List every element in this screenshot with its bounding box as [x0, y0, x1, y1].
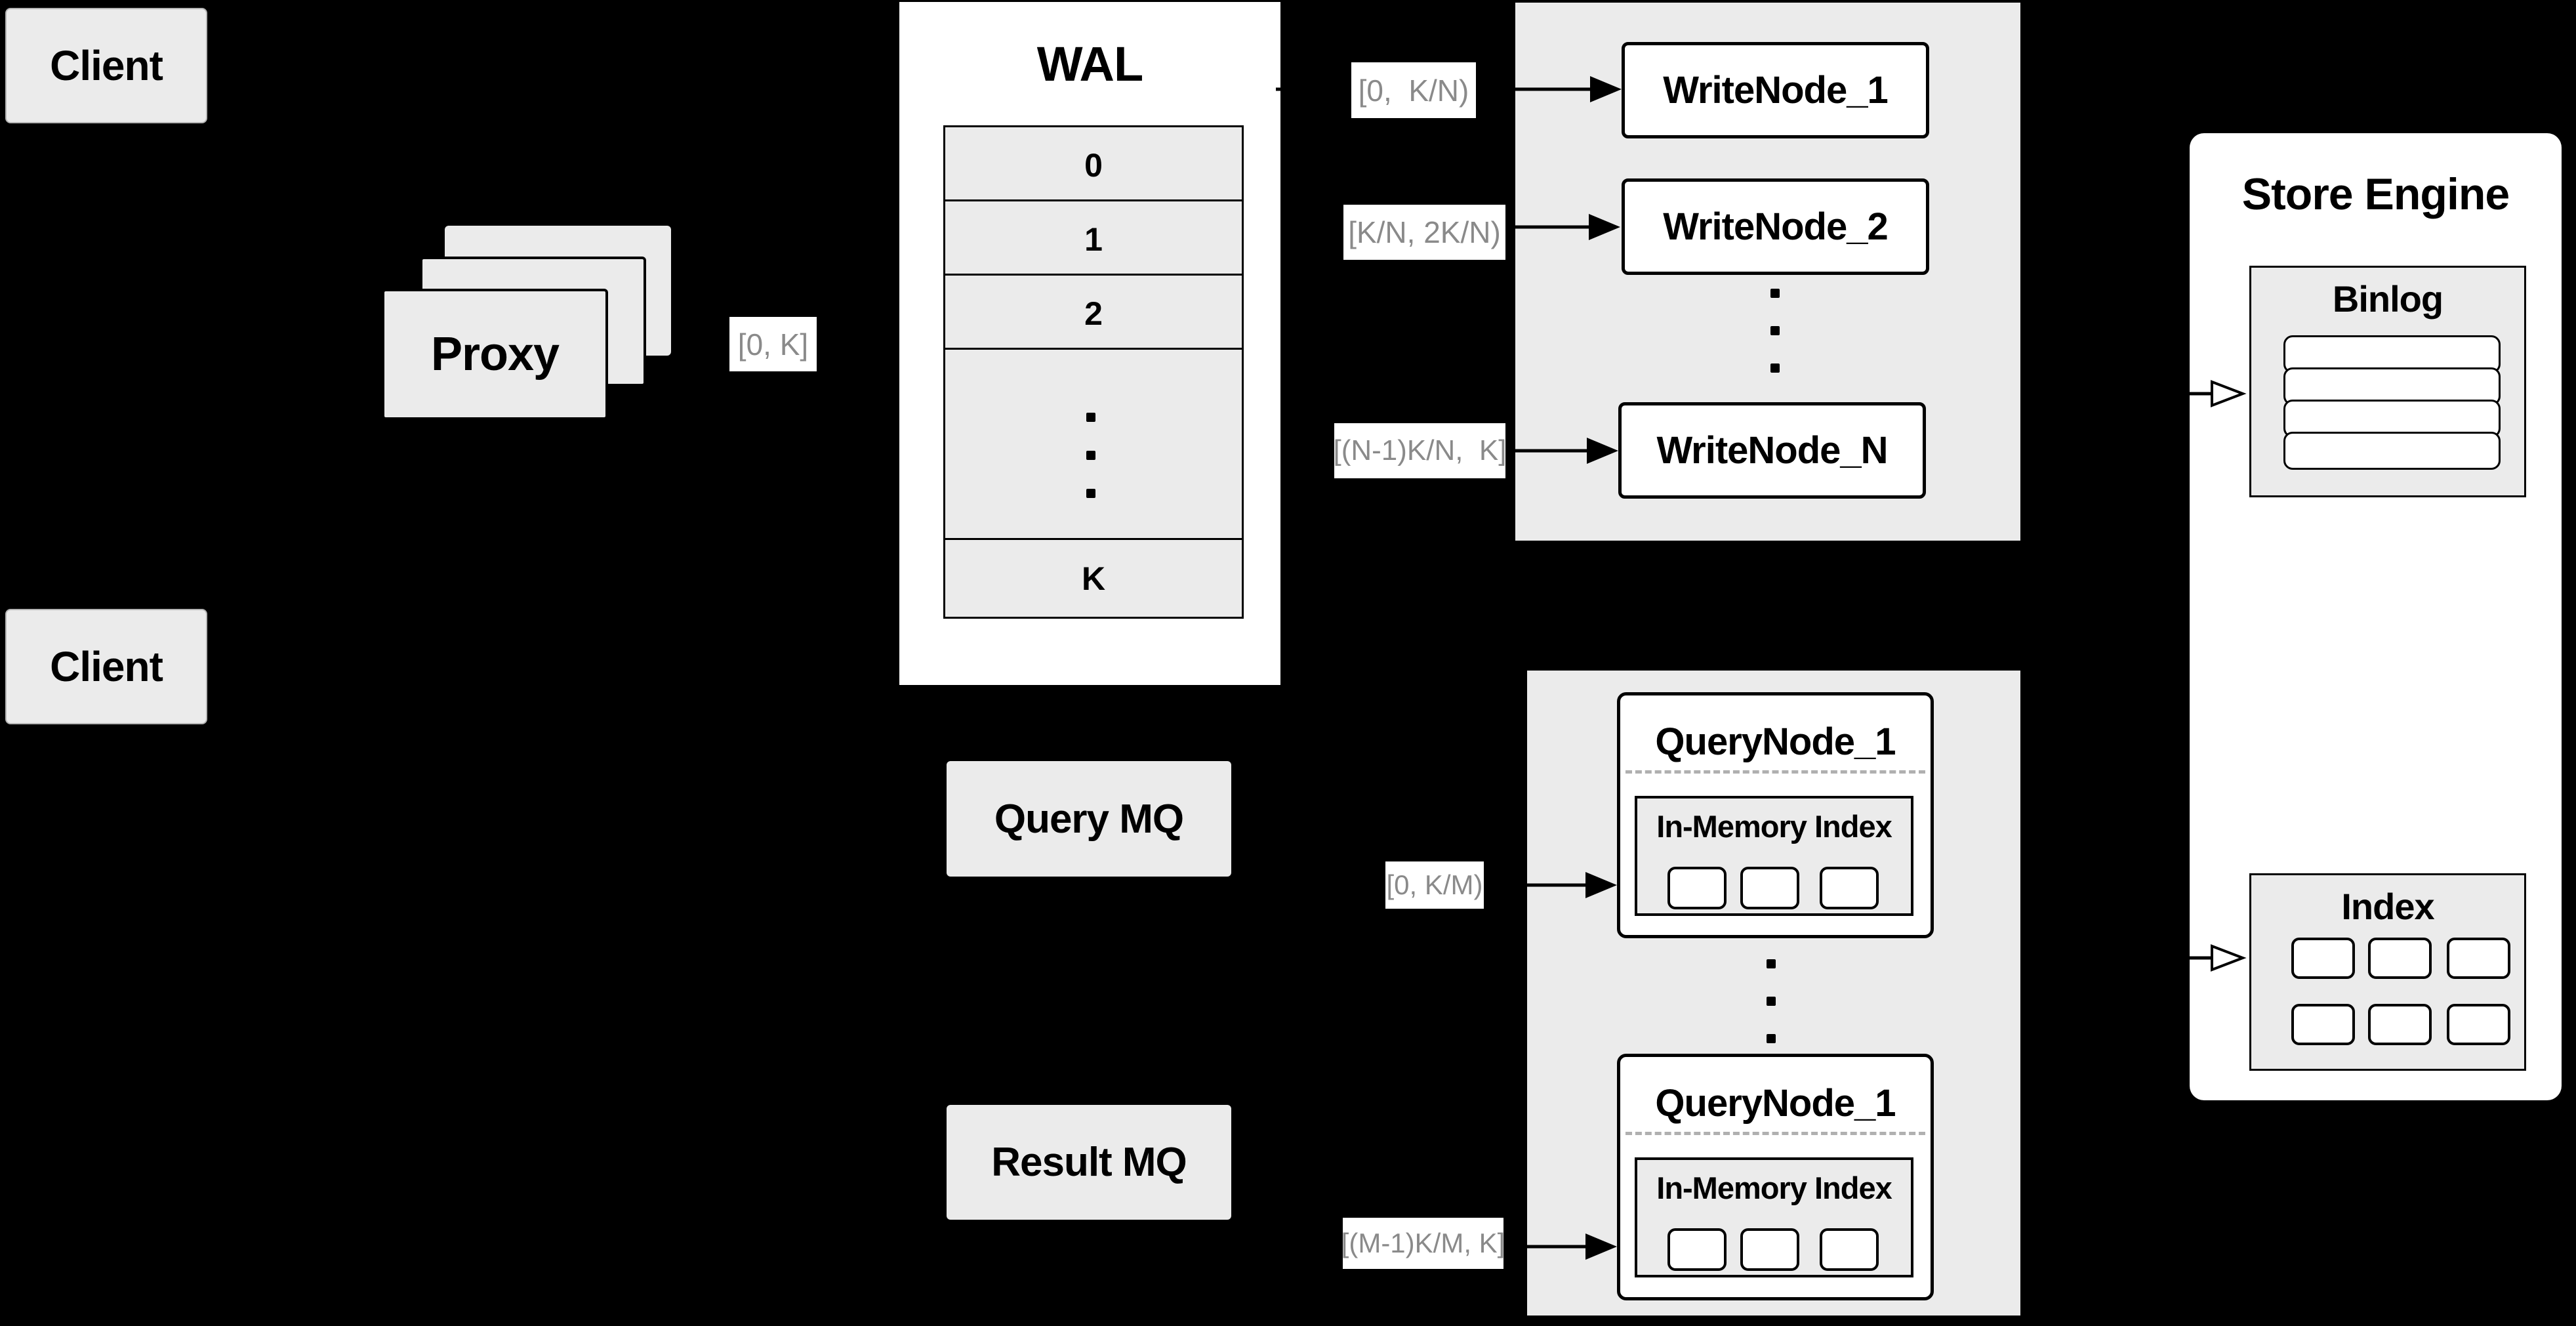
inmem-index-top-title: In-Memory Index	[1656, 808, 1892, 844]
write-node-n-label: WriteNode_N	[1656, 429, 1888, 472]
client-top-label: Client	[50, 42, 163, 89]
inmem-index-bottom-title: In-Memory Index	[1656, 1170, 1892, 1205]
index-segment-box	[2368, 938, 2432, 979]
wal-ellipsis-dot	[1086, 451, 1095, 460]
write-node-2-label: WriteNode_2	[1663, 205, 1888, 248]
wal-segment-0: 0	[943, 125, 1244, 205]
range-label-write-1-text: [0, K/N)	[1358, 73, 1469, 108]
inmem-segment-box	[1740, 1228, 1799, 1271]
query-node-top-divider	[1625, 770, 1925, 774]
range-label-proxy-out: [0, K]	[729, 317, 817, 371]
binlog-title: Binlog	[2332, 278, 2443, 320]
write-node-2: WriteNode_2	[1622, 178, 1929, 275]
write-node-ellipsis-dot	[1770, 363, 1780, 373]
inmem-segment-box	[1740, 867, 1799, 909]
arrow-to-index	[2135, 944, 2247, 972]
range-label-write-1: [0, K/N)	[1351, 62, 1476, 118]
result-mq-box: Result MQ	[947, 1105, 1231, 1220]
store-engine-title: Store Engine	[2241, 169, 2510, 219]
wal-segment-1: 1	[943, 199, 1244, 280]
range-label-query-m-text: [(M-1)K/M, K]	[1341, 1228, 1505, 1258]
inmem-segment-box	[1667, 1228, 1727, 1271]
proxy-box-front: Proxy	[382, 289, 608, 420]
wal-title: WAL	[1036, 36, 1143, 91]
wal-ellipsis-dot	[1086, 489, 1095, 498]
index-segment-box	[2447, 1004, 2510, 1045]
range-label-write-n: [(N-1)K/N, K]	[1333, 423, 1507, 478]
query-node-top-title: QueryNode_1	[1655, 720, 1896, 763]
query-node-bottom-divider	[1625, 1132, 1925, 1135]
query-node-bottom-title: QueryNode_1	[1655, 1081, 1896, 1125]
index-title: Index	[2341, 885, 2434, 927]
client-box-top: Client	[5, 8, 207, 123]
result-mq-label: Result MQ	[991, 1140, 1187, 1185]
write-node-ellipsis-dot	[1770, 289, 1780, 298]
wal-segment-k: K	[943, 538, 1244, 619]
arrow-to-binlog	[2135, 380, 2247, 407]
write-node-n: WriteNode_N	[1618, 402, 1926, 499]
range-label-query-m: [(M-1)K/M, K]	[1341, 1218, 1505, 1269]
inmem-segment-box	[1820, 1228, 1879, 1271]
wal-segment-2-label: 2	[1084, 295, 1103, 332]
range-label-query-1: [0, K/M)	[1385, 861, 1484, 909]
range-label-write-n-text: [(N-1)K/N, K]	[1333, 434, 1507, 466]
write-node-ellipsis-dot	[1770, 326, 1780, 335]
inmem-segment-box	[1820, 867, 1879, 909]
client-bottom-label: Client	[50, 643, 163, 690]
wal-ellipsis-dot	[1086, 413, 1095, 422]
binlog-row	[2283, 432, 2501, 470]
query-node-ellipsis-dot	[1767, 1034, 1776, 1043]
range-label-write-2-text: [K/N, 2K/N)	[1348, 215, 1501, 249]
index-segment-box	[2291, 1004, 2355, 1045]
index-segment-box	[2368, 1004, 2432, 1045]
query-node-ellipsis-dot	[1767, 997, 1776, 1006]
inmem-segment-box	[1667, 867, 1727, 909]
index-segment-box	[2291, 938, 2355, 979]
wal-segment-k-label: K	[1081, 560, 1106, 597]
index-segment-box	[2447, 938, 2510, 979]
range-label-write-2: [K/N, 2K/N)	[1343, 205, 1505, 260]
query-mq-box: Query MQ	[947, 761, 1231, 877]
range-label-proxy-out-text: [0, K]	[737, 327, 809, 362]
wal-segment-1-label: 1	[1084, 221, 1103, 258]
write-node-1-label: WriteNode_1	[1663, 69, 1888, 112]
proxy-label: Proxy	[430, 328, 560, 381]
wal-segment-0-label: 0	[1084, 147, 1103, 184]
write-node-1: WriteNode_1	[1622, 42, 1929, 138]
client-box-bottom: Client	[5, 609, 207, 724]
query-node-ellipsis-dot	[1767, 959, 1776, 968]
range-label-query-1-text: [0, K/M)	[1386, 869, 1483, 900]
query-mq-label: Query MQ	[994, 796, 1184, 842]
wal-segment-ellipsis	[943, 348, 1244, 544]
